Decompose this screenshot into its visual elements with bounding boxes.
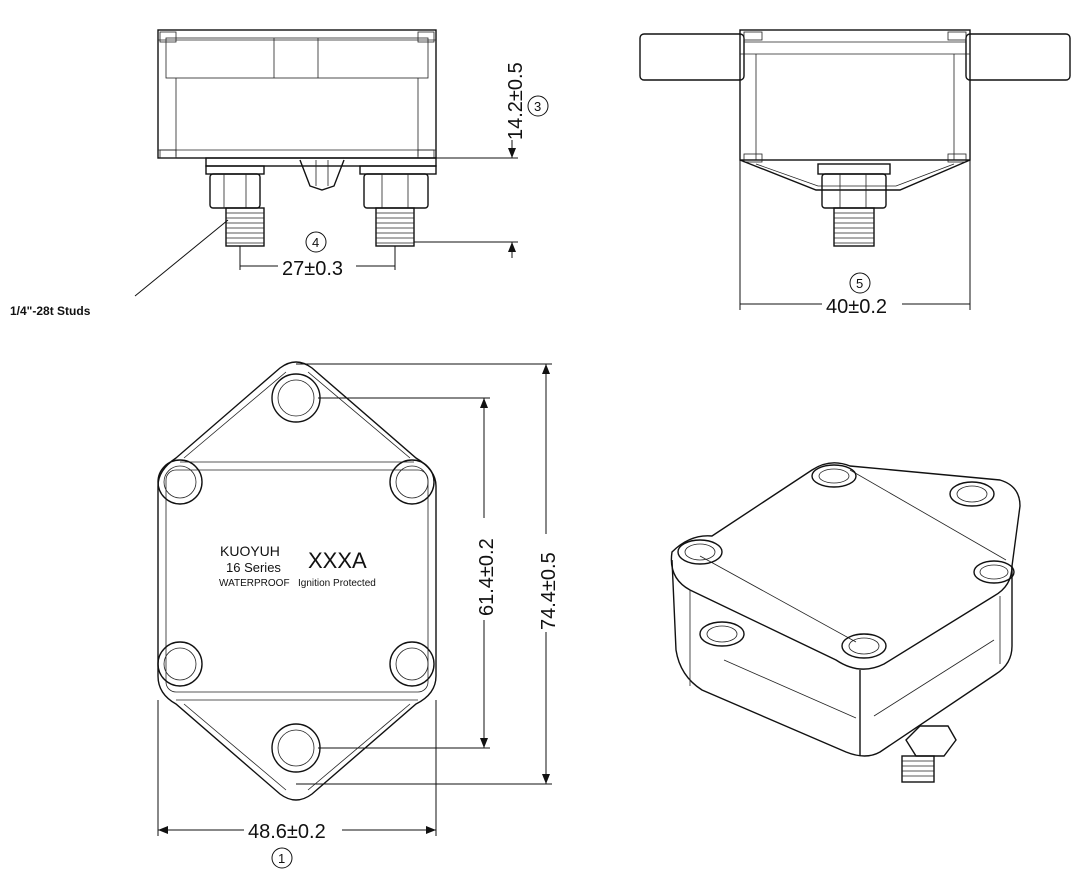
- side-bottom-chamfer: [739, 159, 971, 191]
- right-stud: [359, 165, 437, 247]
- width-dimension: 48.6±0.2: [248, 821, 326, 843]
- corner-hole-tr: [389, 459, 435, 505]
- corner-hole-bl: [157, 641, 203, 687]
- mount-hole-top: [271, 373, 321, 423]
- side-width-dimension: 40±0.2: [826, 296, 887, 318]
- side-right-flange: [965, 33, 1071, 81]
- side-stud: [833, 207, 875, 247]
- stud-spacing-marker: 4: [312, 235, 319, 250]
- side-left-flange: [639, 33, 745, 81]
- height-dimension: 14.2±0.5: [505, 62, 527, 140]
- width-marker-circle: [271, 847, 293, 869]
- stud-spacing-dimension: 27±0.3: [282, 258, 343, 280]
- side-view: 40±0.2 5: [639, 29, 1071, 318]
- label-protection: Ignition Protected: [298, 578, 376, 589]
- label-brand: KUOYUH: [220, 543, 280, 559]
- stud-spacing-marker-circle: [305, 231, 327, 253]
- studs-callout: 1/4"-28t Studs: [10, 304, 91, 318]
- isometric-view: [670, 462, 1021, 783]
- iso-top-face: [670, 462, 1021, 670]
- top-outline: [157, 361, 437, 801]
- front-body: [157, 29, 437, 159]
- stud-leader-line: [134, 219, 229, 297]
- front-top-panel: [165, 37, 429, 79]
- corner-hole-br: [389, 641, 435, 687]
- top-view: KUOYUH 16 Series WATERPROOF XXXA Ignitio…: [157, 361, 560, 869]
- center-post: [299, 159, 345, 191]
- iso-stud-nut: [905, 725, 957, 757]
- side-width-marker-circle: [849, 272, 871, 294]
- label-panel: [165, 469, 429, 693]
- label-series: 16 Series: [226, 560, 281, 575]
- side-body: [739, 29, 971, 161]
- hole-spacing-dimension: 61.4±0.2: [476, 538, 498, 616]
- iso-stud: [901, 755, 935, 783]
- label-rating: XXXA: [308, 548, 367, 573]
- front-base: [205, 157, 437, 167]
- side-width-marker: 5: [856, 276, 863, 291]
- length-dimension: 74.4±0.5: [538, 552, 560, 630]
- height-marker: 3: [534, 99, 541, 114]
- left-stud: [205, 165, 265, 247]
- height-marker-circle: [527, 95, 549, 117]
- corner-hole-tl: [157, 459, 203, 505]
- front-view: 14.2±0.5 3 27±0.3 4 1/4"-28t Studs: [10, 29, 549, 318]
- label-waterproof: WATERPROOF: [219, 578, 290, 589]
- mount-hole-bottom: [271, 723, 321, 773]
- width-marker: 1: [278, 851, 285, 866]
